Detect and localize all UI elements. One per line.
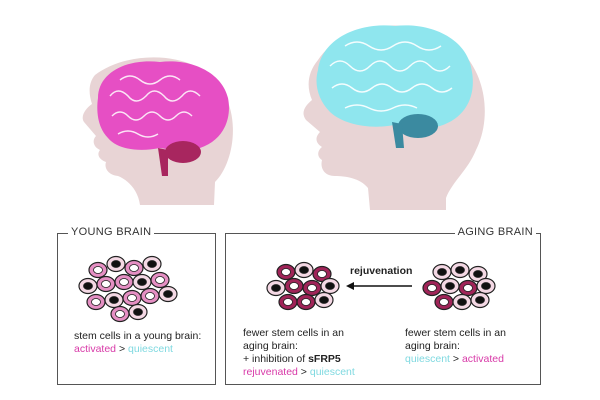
young-gt: > bbox=[118, 343, 126, 355]
young-brain-folds bbox=[109, 75, 201, 138]
aging-stem-cell-nucleus bbox=[455, 266, 465, 274]
aging-stem-cell-nucleus bbox=[427, 284, 437, 292]
aging-left-state-quiescent: quiescent bbox=[309, 366, 355, 378]
young-stem-cell-nucleus bbox=[101, 280, 111, 288]
aging-stem-cell-nucleus bbox=[463, 284, 473, 292]
aging-stem-cell-nucleus bbox=[475, 296, 485, 304]
young-brainstem bbox=[158, 148, 168, 176]
aging-stem-cell-nucleus bbox=[445, 282, 455, 290]
rejuvenated-stem-cell-nucleus bbox=[301, 298, 311, 306]
young-stem-cell-nucleus bbox=[147, 260, 157, 268]
aging-brainstem bbox=[392, 122, 404, 148]
aging-cell-clusters bbox=[266, 261, 496, 311]
aging-left-states: rejuvenated > quiescent bbox=[243, 366, 355, 379]
young-cell-cluster bbox=[78, 255, 178, 323]
young-stem-cell-nucleus bbox=[163, 290, 173, 298]
young-stem-cell-nucleus bbox=[109, 296, 119, 304]
aging-right-line2: aging brain: bbox=[405, 340, 460, 352]
young-brain bbox=[97, 61, 229, 151]
young-stem-cell-nucleus bbox=[111, 260, 121, 268]
young-stem-cell-nucleus bbox=[145, 292, 155, 300]
young-caption-states: activated > quiescent bbox=[74, 343, 201, 356]
young-stem-cell-nucleus bbox=[129, 264, 139, 272]
sfrp5-label: sFRP5 bbox=[308, 353, 341, 365]
aging-right-state-activated: activated bbox=[461, 353, 504, 365]
young-stem-cell-nucleus bbox=[119, 278, 129, 286]
aging-stem-cell-nucleus bbox=[439, 298, 449, 306]
young-brain-panel: YOUNG BRAIN stem cells in a young brain:… bbox=[57, 226, 216, 385]
aging-left-state-rejuvenated: rejuvenated bbox=[243, 366, 298, 378]
aging-cerebellum bbox=[398, 114, 438, 138]
young-stem-cell-nucleus bbox=[137, 278, 147, 286]
aging-right-states: quiescent > activated bbox=[405, 353, 506, 366]
aging-brain-panel: AGING BRAIN rejuvenation fewer stem cell… bbox=[225, 226, 541, 385]
aging-cell-cluster bbox=[422, 261, 496, 311]
young-caption: stem cells in a young brain: activated >… bbox=[74, 330, 201, 356]
aging-stem-cell-nucleus bbox=[481, 282, 491, 290]
young-panel-title: YOUNG BRAIN bbox=[68, 226, 155, 238]
aging-brain bbox=[316, 25, 473, 128]
rejuvenated-stem-cell-nucleus bbox=[289, 282, 299, 290]
young-stem-cell-nucleus bbox=[83, 282, 93, 290]
rejuvenated-stem-cell-nucleus bbox=[317, 270, 327, 278]
rejuvenated-stem-cell-nucleus bbox=[281, 268, 291, 276]
aging-left-line3: + inhibition of sFRP5 bbox=[243, 353, 355, 366]
aging-right-state-quiescent: quiescent bbox=[405, 353, 450, 365]
aging-left-line1: fewer stem cells in an bbox=[243, 327, 344, 339]
young-state-quiescent: quiescent bbox=[128, 343, 173, 355]
aging-stem-cell-nucleus bbox=[457, 298, 467, 306]
young-stem-cell-nucleus bbox=[127, 294, 137, 302]
young-stem-cell-nucleus bbox=[155, 276, 165, 284]
young-stem-cell-nucleus bbox=[91, 298, 101, 306]
aging-brain-folds bbox=[329, 41, 453, 112]
rejuvenated-stem-cell-nucleus bbox=[283, 298, 293, 306]
young-caption-line1: stem cells in a young brain: bbox=[74, 330, 202, 342]
aging-right-caption: fewer stem cells in an aging brain: quie… bbox=[405, 327, 506, 366]
rejuvenated-stem-cell-nucleus bbox=[299, 266, 309, 274]
young-stem-cell-nucleus bbox=[115, 310, 125, 318]
aging-panel-title: AGING BRAIN bbox=[454, 226, 536, 238]
aging-left-line3-prefix: + inhibition of bbox=[243, 353, 309, 365]
rejuvenated-stem-cell-nucleus bbox=[319, 296, 329, 304]
aging-right-line1: fewer stem cells in an bbox=[405, 327, 506, 339]
aging-stem-cell-nucleus bbox=[437, 268, 447, 276]
aging-right-gt: > bbox=[452, 353, 460, 365]
aging-left-gt: > bbox=[300, 366, 307, 378]
young-cerebellum bbox=[165, 141, 201, 163]
aging-left-caption: fewer stem cells in an aging brain: + in… bbox=[243, 327, 355, 379]
young-stem-cell-nucleus bbox=[93, 266, 103, 274]
rejuvenated-cell-cluster bbox=[266, 261, 340, 311]
aging-stem-cell-nucleus bbox=[473, 270, 483, 278]
rejuvenated-stem-cell-nucleus bbox=[307, 284, 317, 292]
rejuvenation-arrow-head bbox=[346, 282, 354, 290]
rejuvenated-stem-cell-nucleus bbox=[271, 284, 281, 292]
young-stem-cell-nucleus bbox=[133, 308, 143, 316]
rejuvenated-stem-cell-nucleus bbox=[325, 282, 335, 290]
rejuvenation-label: rejuvenation bbox=[350, 265, 413, 277]
young-state-activated: activated bbox=[74, 343, 117, 355]
aging-left-line2: aging brain: bbox=[243, 340, 298, 352]
